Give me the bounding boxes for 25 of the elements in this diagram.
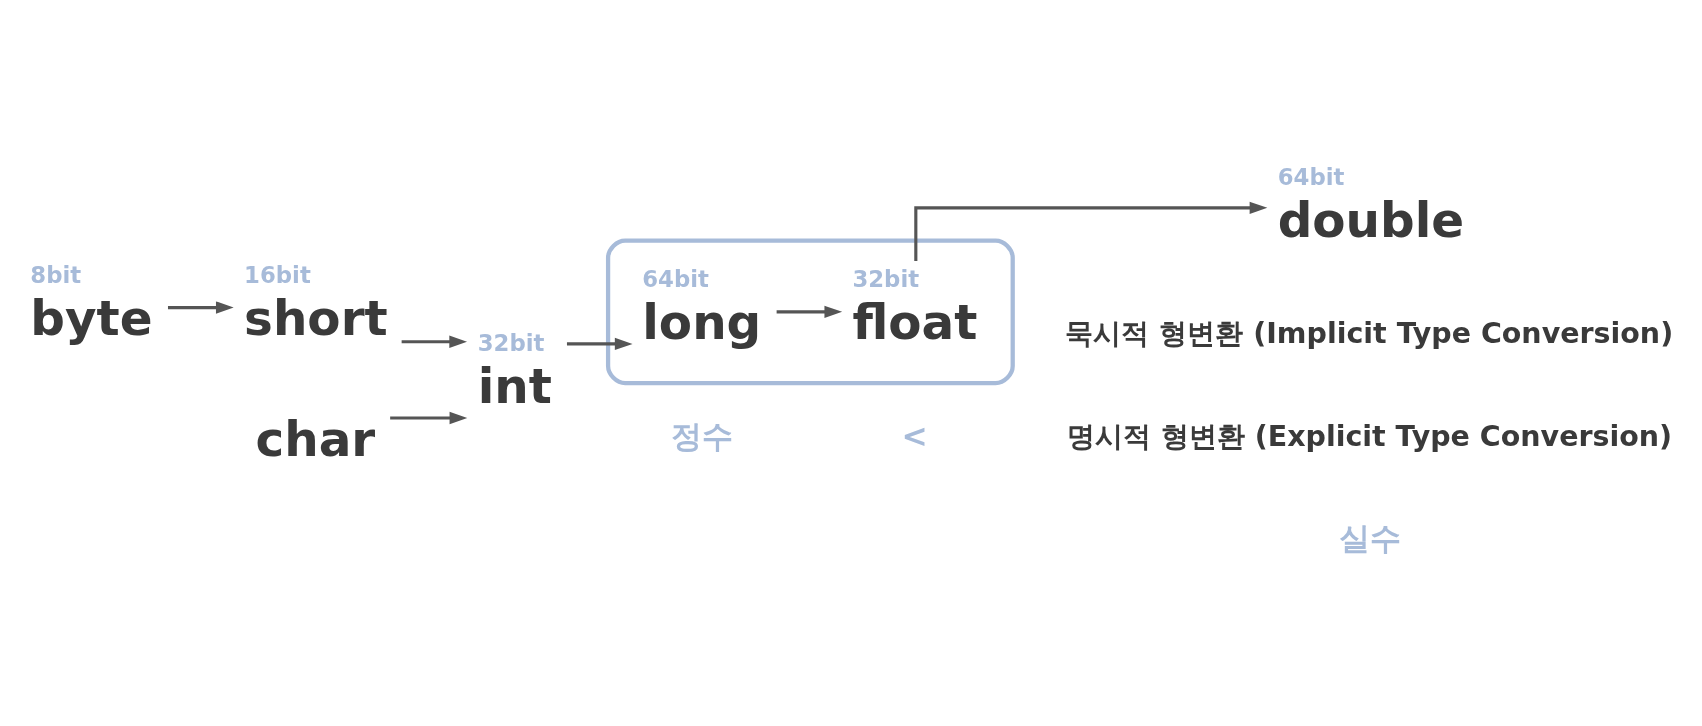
arrow: [776, 305, 843, 318]
label: <: [901, 417, 928, 454]
node-label: 32bit: [477, 329, 545, 356]
label: 정수: [670, 417, 733, 454]
node-label: 16bit: [244, 261, 311, 288]
arrow: [168, 300, 234, 314]
node-text: double: [1277, 191, 1465, 248]
node-text: int: [477, 357, 552, 414]
label: 명시적 형변환 (Explicit Type Conversion): [1066, 419, 1673, 453]
label: 실수: [1338, 519, 1401, 556]
arrow: [401, 335, 467, 348]
arrow: [566, 337, 633, 350]
node-label: 8bit: [30, 261, 82, 288]
node-text: short: [244, 289, 388, 346]
node-text: char: [255, 410, 376, 467]
node-label: 64bit: [642, 265, 709, 292]
cluster: [605, 238, 1015, 385]
node-label: 32bit: [852, 265, 920, 292]
arrow: [914, 201, 1268, 261]
node-text: float: [852, 293, 978, 350]
node-label: 64bit: [1277, 163, 1345, 190]
label: 묵시적 형변환 (Implicit Type Conversion): [1065, 316, 1674, 350]
node-text: byte: [30, 289, 153, 346]
node-text: long: [642, 293, 762, 350]
arrow: [390, 411, 468, 424]
